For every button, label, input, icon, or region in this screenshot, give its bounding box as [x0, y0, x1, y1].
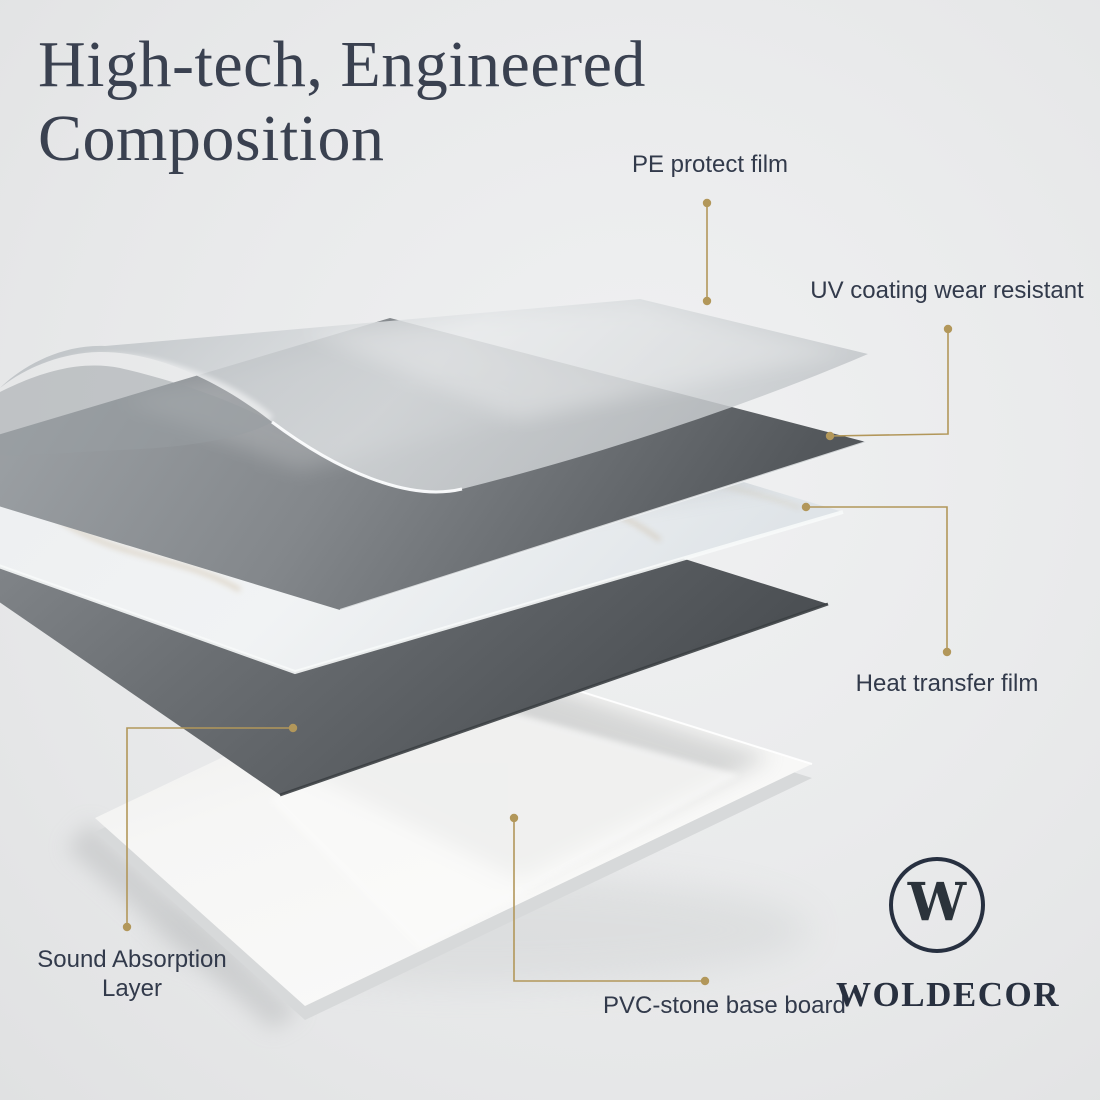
woldecor-monogram-icon: W [907, 872, 967, 933]
connector-pvc-base-board [513, 818, 705, 982]
label-sound-absorption: Sound Absorption Layer [37, 946, 227, 1002]
connector-uv-coating [829, 329, 949, 437]
label-pe-protect-film: PE protect film [631, 151, 789, 178]
connector-sound-absorption [126, 727, 293, 927]
layer-pe-protect-film [0, 299, 868, 494]
page-title: High-tech, Engineered Composition [38, 28, 646, 175]
brand-name: WOLDECOR [836, 975, 1060, 1014]
logo-circle: W [889, 857, 985, 953]
label-pvc-base-board: PVC-stone base board [603, 992, 846, 1019]
connector-dots [122, 198, 953, 986]
woldecor-logo: W [889, 857, 985, 953]
connector-heat-transfer-film [806, 506, 948, 652]
label-heat-transfer-film: Heat transfer film [855, 670, 1039, 697]
label-uv-coating: UV coating wear resistant [810, 277, 1084, 304]
